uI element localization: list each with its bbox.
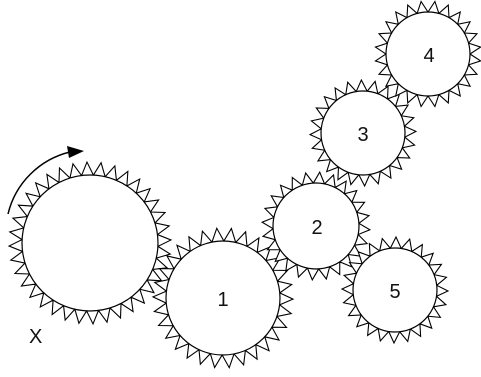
gear-1-body	[165, 240, 281, 356]
gear-2-label: 2	[311, 217, 322, 239]
rotation-arrow-arc	[7, 151, 71, 215]
gear-5: 5	[340, 235, 450, 345]
gear-2: 2	[260, 170, 372, 282]
gear-3: 3	[308, 78, 418, 188]
gear-5-label: 5	[389, 281, 400, 303]
gear-1-label: 1	[217, 289, 228, 311]
gear-4-label: 4	[423, 45, 434, 67]
gear-3-body	[320, 90, 406, 176]
rotation-arrow-head-icon	[67, 146, 84, 158]
gear-4-body	[385, 11, 471, 97]
gear-2-body	[272, 182, 360, 270]
gear-4: 4	[374, 0, 481, 108]
drive-gear-label: X	[29, 326, 42, 348]
rotation-arrow	[7, 146, 84, 215]
gear-1: 1	[151, 226, 295, 370]
gear-x-body	[21, 174, 159, 312]
gear-x	[7, 160, 173, 326]
gear-5-body	[352, 247, 438, 333]
gear-3-label: 3	[357, 124, 368, 146]
